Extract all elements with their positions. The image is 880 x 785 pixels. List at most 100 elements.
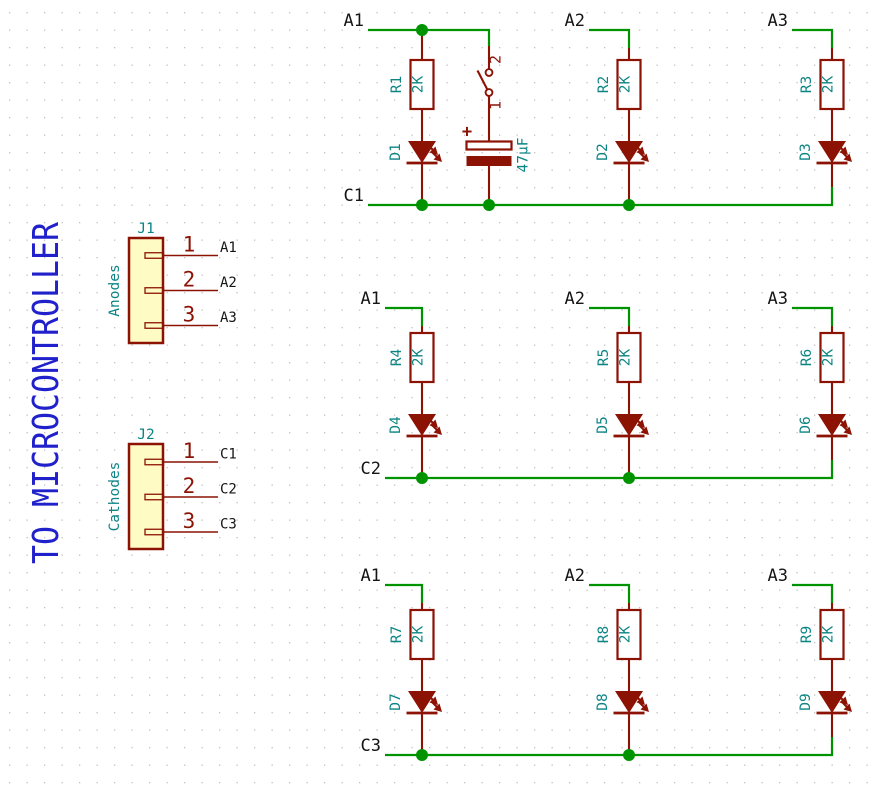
led-d7[interactable]: D7: [388, 691, 442, 715]
led-ref: D7: [388, 693, 404, 710]
net-label[interactable]: A2: [220, 275, 237, 291]
net-label[interactable]: A1: [220, 240, 237, 256]
switch-pin-number-bottom: 1: [487, 101, 505, 110]
anode-wire[interactable]: [792, 583, 834, 603]
net-label-a2[interactable]: A2: [565, 289, 585, 309]
net-label-c3[interactable]: C3: [361, 736, 381, 756]
led-emission-arrowhead: [843, 426, 852, 435]
resistor-ref: R2: [596, 76, 612, 93]
resistor-r4[interactable]: R4 2K: [389, 331, 435, 384]
junction-dot: [416, 24, 428, 36]
anode-wire[interactable]: [589, 306, 631, 326]
resistor-value: 2K: [411, 76, 427, 94]
net-label-a3[interactable]: A3: [768, 289, 788, 309]
pin-number: 2: [183, 268, 196, 292]
net-label-a2[interactable]: A2: [565, 566, 585, 586]
led-d3[interactable]: D3: [798, 141, 852, 165]
resistor-r8[interactable]: R8 2K: [596, 608, 642, 661]
net-label[interactable]: C3: [220, 517, 237, 533]
resistor-ref: R6: [799, 349, 815, 366]
connector-body: [127, 236, 165, 345]
capacitor-value: 47µF: [516, 138, 532, 173]
pin-number: 1: [183, 439, 196, 463]
connector-name: Anodes: [107, 264, 123, 316]
led-ref: D3: [798, 143, 814, 160]
junction-dot: [416, 199, 428, 211]
junction-dot: [623, 749, 635, 761]
connector-ref: J1: [137, 221, 154, 237]
anode-wire[interactable]: [589, 28, 631, 48]
anode-wire[interactable]: [385, 583, 424, 603]
led-emission-arrowhead: [843, 153, 852, 162]
pin-number: 3: [183, 303, 196, 327]
net-label[interactable]: A3: [220, 310, 237, 326]
switch[interactable]: 2 1: [476, 46, 505, 141]
net-label-c2[interactable]: C2: [361, 459, 381, 479]
connector-j2[interactable]: J2 Cathodes 1 C1 2 C2 3 C3: [107, 427, 237, 551]
resistor-value: 2K: [618, 349, 634, 367]
led-d1[interactable]: D1: [388, 141, 442, 165]
anode-wire[interactable]: [368, 28, 491, 46]
connector-body: [127, 442, 165, 551]
led-ref: D1: [388, 143, 404, 160]
led-d8[interactable]: D8: [595, 691, 649, 715]
net-label-a2[interactable]: A2: [565, 11, 585, 31]
connector-j1[interactable]: J1 Anodes 1 A1 2 A2 3 A3: [107, 221, 237, 345]
led-ref: D2: [595, 143, 611, 160]
net-label[interactable]: C1: [220, 447, 237, 463]
cathode-bus-wire[interactable]: [385, 737, 834, 757]
junction-dot: [623, 472, 635, 484]
led-emission-arrowhead: [640, 153, 649, 162]
resistor-value: 2K: [411, 349, 427, 367]
cathode-bus-wire[interactable]: [385, 460, 834, 480]
led-ref: D8: [595, 693, 611, 710]
anode-wire[interactable]: [385, 306, 424, 326]
led-d6[interactable]: D6: [798, 414, 852, 438]
anode-wire[interactable]: [589, 583, 631, 603]
anode-wire[interactable]: [792, 306, 834, 326]
resistor-value: 2K: [618, 76, 634, 94]
led-ref: D5: [595, 416, 611, 433]
net-label[interactable]: C2: [220, 482, 237, 498]
resistor-r2[interactable]: R2 2K: [596, 58, 642, 111]
switch-contact-top: [484, 68, 494, 77]
resistor-ref: R3: [799, 76, 815, 93]
net-label-a1[interactable]: A1: [344, 11, 364, 31]
pin-number: 1: [183, 233, 196, 257]
led-d2[interactable]: D2: [595, 141, 649, 165]
led-ref: D6: [798, 416, 814, 433]
capacitor-polarity-mark: +: [462, 122, 472, 142]
resistor-value: 2K: [618, 626, 634, 644]
anode-wire[interactable]: [792, 28, 834, 48]
capacitor[interactable]: + 47µF: [462, 122, 532, 205]
pin-number: 2: [183, 474, 196, 498]
cathode-bus-wire[interactable]: [368, 187, 834, 207]
switch-blade: [476, 70, 489, 91]
net-label-a3[interactable]: A3: [768, 566, 788, 586]
net-label-a1[interactable]: A1: [361, 289, 381, 309]
net-label-a3[interactable]: A3: [768, 11, 788, 31]
net-label-c1[interactable]: C1: [344, 186, 364, 206]
led-emission-arrowhead: [640, 703, 649, 712]
resistor-ref: R4: [389, 349, 405, 367]
note-to-microcontroller[interactable]: TO MICROCONTROLLER: [26, 222, 67, 564]
net-label-a1[interactable]: A1: [361, 566, 381, 586]
resistor-ref: R8: [596, 626, 612, 643]
